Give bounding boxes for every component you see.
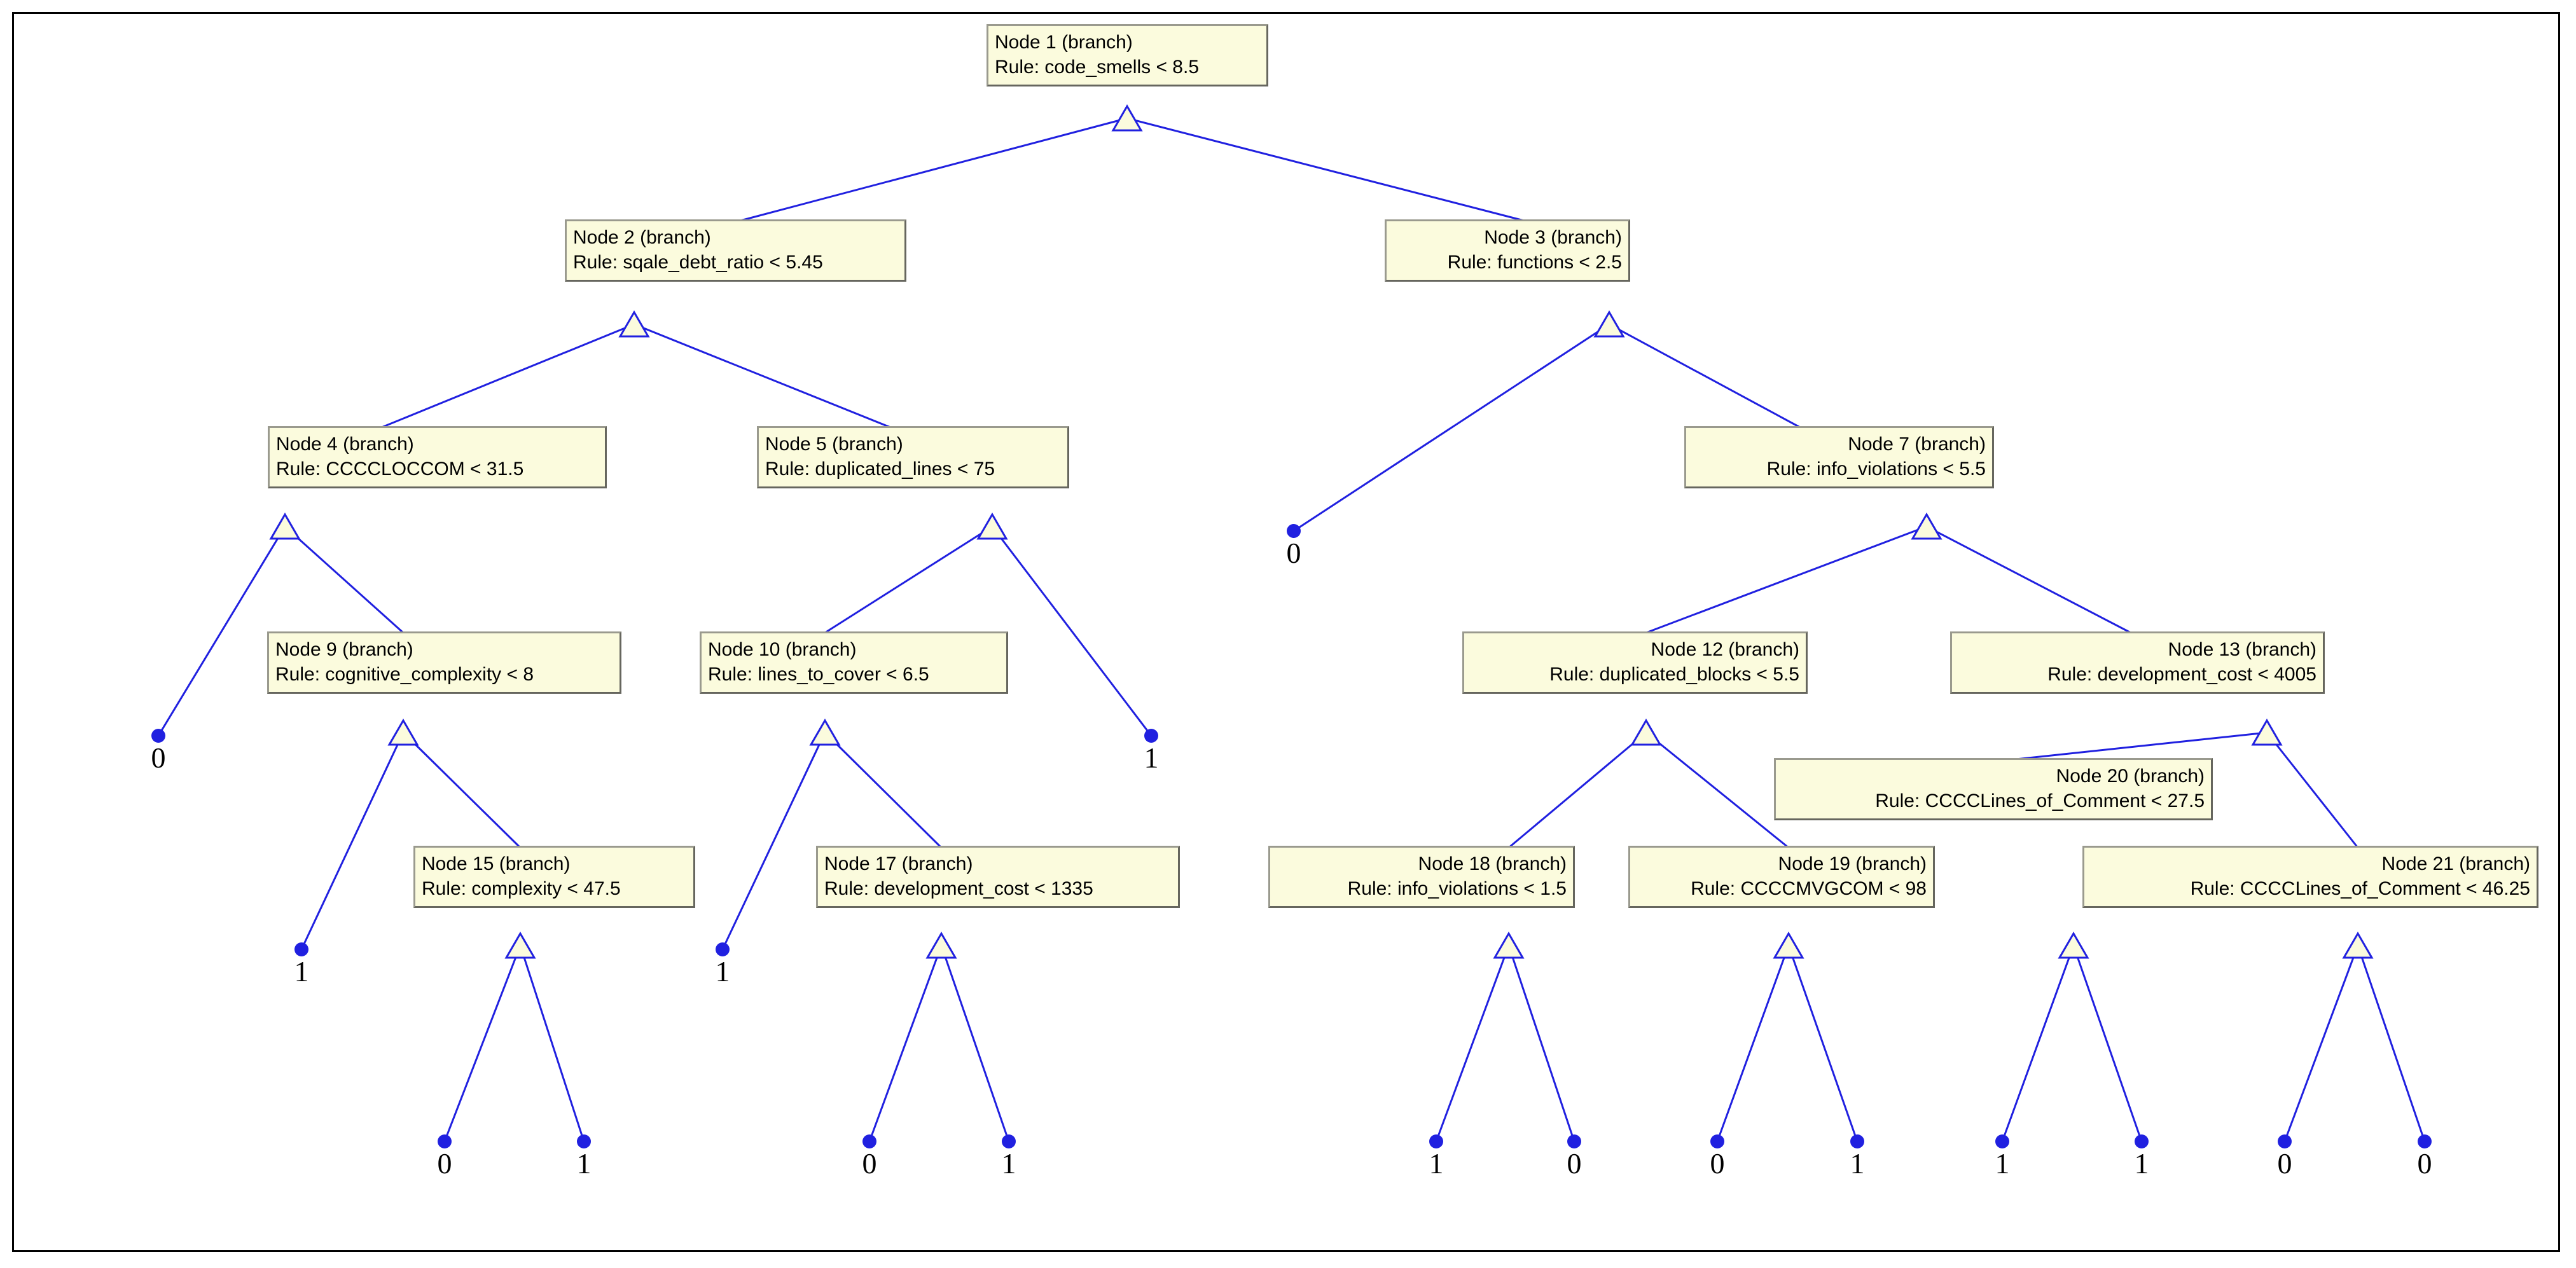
node-rule: Rule: functions < 2.5 xyxy=(1447,252,1622,273)
node-title: Node 19 (branch) xyxy=(1778,853,1927,874)
tree-node-n19[interactable]: Node 19 (branch) Rule: CCCCMVGCOM < 98 xyxy=(1628,846,1935,908)
leaf-dot-icon xyxy=(2135,1134,2149,1148)
tree-node-n7[interactable]: Node 7 (branch) Rule: info_violations < 5… xyxy=(1684,426,1994,488)
node-rule: Rule: info_violations < 1.5 xyxy=(1347,878,1567,899)
tree-node-n9[interactable]: Node 9 (branch) Rule: cognitive_complexit… xyxy=(267,631,621,694)
node-title: Node 2 (branch) xyxy=(573,227,711,248)
leaf-dot-icon xyxy=(577,1134,591,1148)
node-rule: Rule: duplicated_blocks < 5.5 xyxy=(1549,664,1799,685)
leaf-dot-icon xyxy=(1287,524,1301,538)
node-rule: Rule: sqale_debt_ratio < 5.45 xyxy=(573,252,823,273)
node-rule: Rule: CCCCMVGCOM < 98 xyxy=(1691,878,1927,899)
tree-node-n21[interactable]: Node 21 (branch) Rule: CCCCLines_of_Comme… xyxy=(2082,846,2538,908)
tree-node-n5[interactable]: Node 5 (branch) Rule: duplicated_lines < … xyxy=(757,426,1069,488)
leaf-dot-icon xyxy=(1710,1134,1724,1148)
node-rule: Rule: CCCCLines_of_Comment < 27.5 xyxy=(1875,790,2205,811)
node-title: Node 10 (branch) xyxy=(708,639,857,660)
node-title: Node 17 (branch) xyxy=(824,853,973,874)
tree-node-n15[interactable]: Node 15 (branch) Rule: complexity < 47.5 xyxy=(413,846,695,908)
node-rule: Rule: info_violations < 5.5 xyxy=(1766,458,1986,479)
leaf-label: 1 xyxy=(1144,741,1159,774)
node-title: Node 1 (branch) xyxy=(995,32,1133,53)
node-rule: Rule: CCCCLOCCOM < 31.5 xyxy=(276,458,524,479)
node-rule: Rule: duplicated_lines < 75 xyxy=(765,458,995,479)
node-rule: Rule: development_cost < 4005 xyxy=(2047,664,2316,685)
node-rule: Rule: cognitive_complexity < 8 xyxy=(275,664,534,685)
node-title: Node 13 (branch) xyxy=(2168,639,2316,660)
leaf-label: 1 xyxy=(576,1147,592,1180)
leaf-dot-icon xyxy=(1002,1134,1016,1148)
node-title: Node 7 (branch) xyxy=(1848,434,1986,455)
leaf-label: 0 xyxy=(437,1147,452,1180)
leaf-dot-icon xyxy=(1850,1134,1864,1148)
leaf-label: 0 xyxy=(1710,1147,1725,1180)
leaf-label: 1 xyxy=(715,955,730,988)
leaf-dot-icon xyxy=(1567,1134,1581,1148)
leaf-label: 1 xyxy=(1995,1147,2010,1180)
node-title: Node 20 (branch) xyxy=(2056,766,2205,787)
leaf-label: 1 xyxy=(294,955,309,988)
tree-node-n13[interactable]: Node 13 (branch) Rule: development_cost <… xyxy=(1950,631,2325,694)
leaf-dot-icon xyxy=(2418,1134,2432,1148)
tree-node-n12[interactable]: Node 12 (branch) Rule: duplicated_blocks … xyxy=(1462,631,1808,694)
tree-node-n4[interactable]: Node 4 (branch) Rule: CCCCLOCCOM < 31.5 xyxy=(268,426,607,488)
leaf-label: 0 xyxy=(1567,1147,1582,1180)
tree-node-n1[interactable]: Node 1 (branch) Rule: code_smells < 8.5 xyxy=(987,24,1268,86)
node-title: Node 9 (branch) xyxy=(275,639,413,660)
leaf-label: 0 xyxy=(1286,537,1301,569)
node-rule: Rule: code_smells < 8.5 xyxy=(995,57,1200,78)
leaf-dot-icon xyxy=(1995,1134,2009,1148)
node-rule: Rule: development_cost < 1335 xyxy=(824,878,1093,899)
leaf-label: 0 xyxy=(2277,1147,2292,1180)
leaf-label: 1 xyxy=(1001,1147,1016,1180)
leaf-dot-icon xyxy=(151,729,165,743)
leaf-label: 0 xyxy=(151,741,166,774)
tree-node-n10[interactable]: Node 10 (branch) Rule: lines_to_cover < 6… xyxy=(700,631,1008,694)
leaf-dot-icon xyxy=(294,942,308,956)
node-rule: Rule: complexity < 47.5 xyxy=(422,878,621,899)
leaf-label: 1 xyxy=(1429,1147,1444,1180)
leaf-label: 0 xyxy=(862,1147,877,1180)
leaf-dot-icon xyxy=(1144,729,1158,743)
node-title: Node 4 (branch) xyxy=(276,434,414,455)
leaf-dot-icon xyxy=(716,942,730,956)
leaf-dot-icon xyxy=(438,1134,452,1148)
leaf-label: 0 xyxy=(2417,1147,2432,1180)
tree-node-n2[interactable]: Node 2 (branch) Rule: sqale_debt_ratio < … xyxy=(565,219,906,282)
node-title: Node 3 (branch) xyxy=(1484,227,1622,248)
node-title: Node 18 (branch) xyxy=(1418,853,1567,874)
tree-node-n17[interactable]: Node 17 (branch) Rule: development_cost <… xyxy=(816,846,1180,908)
node-title: Node 15 (branch) xyxy=(422,853,571,874)
tree-node-n20[interactable]: Node 20 (branch) Rule: CCCCLines_of_Comme… xyxy=(1774,758,2213,820)
leaf-dot-icon xyxy=(1429,1134,1443,1148)
leaf-dot-icon xyxy=(2278,1134,2292,1148)
node-title: Node 12 (branch) xyxy=(1651,639,1799,660)
leaf-label: 1 xyxy=(1850,1147,1865,1180)
tree-node-n18[interactable]: Node 18 (branch) Rule: info_violations < … xyxy=(1268,846,1575,908)
node-rule: Rule: lines_to_cover < 6.5 xyxy=(708,664,929,685)
node-title: Node 5 (branch) xyxy=(765,434,903,455)
leaf-label: 1 xyxy=(2134,1147,2149,1180)
leaf-dot-icon xyxy=(862,1134,876,1148)
node-rule: Rule: CCCCLines_of_Comment < 46.25 xyxy=(2190,878,2530,899)
node-title: Node 21 (branch) xyxy=(2381,853,2530,874)
tree-node-n3[interactable]: Node 3 (branch) Rule: functions < 2.5 xyxy=(1385,219,1630,282)
